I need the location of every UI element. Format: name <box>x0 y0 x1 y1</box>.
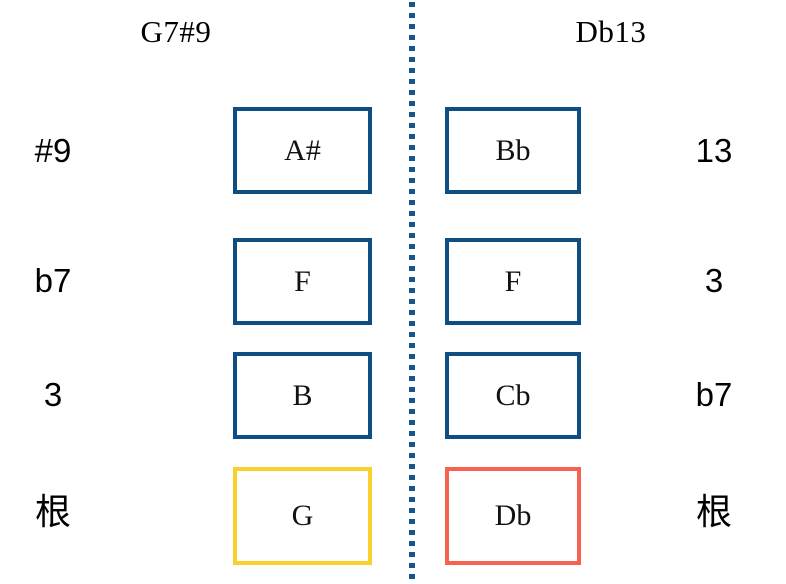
chord-title-left: G7#9 <box>140 14 212 49</box>
degree-label-right-2: 3 <box>704 262 724 299</box>
note-box-right-3[interactable]: Cb <box>445 352 581 439</box>
note-box-left-4-root[interactable]: G <box>233 467 372 565</box>
degree-label-left-2: b7 <box>34 262 72 299</box>
note-box-right-4-root[interactable]: Db <box>445 467 581 565</box>
degree-label-right-4-root: 根 <box>695 491 732 532</box>
note-box-right-2[interactable]: F <box>445 238 581 325</box>
dotted-vertical-divider <box>409 2 415 580</box>
degree-label-right-1: 13 <box>695 132 733 169</box>
note-box-left-3[interactable]: B <box>233 352 372 439</box>
degree-label-left-3: 3 <box>43 376 63 413</box>
degree-label-left-1: #9 <box>34 132 72 169</box>
note-box-right-1[interactable]: Bb <box>445 107 581 194</box>
degree-label-right-3: b7 <box>695 376 733 413</box>
chord-title-right: Db13 <box>575 14 647 49</box>
degree-label-left-4-root: 根 <box>34 491 71 532</box>
note-box-left-2[interactable]: F <box>233 238 372 325</box>
note-box-left-1[interactable]: A# <box>233 107 372 194</box>
